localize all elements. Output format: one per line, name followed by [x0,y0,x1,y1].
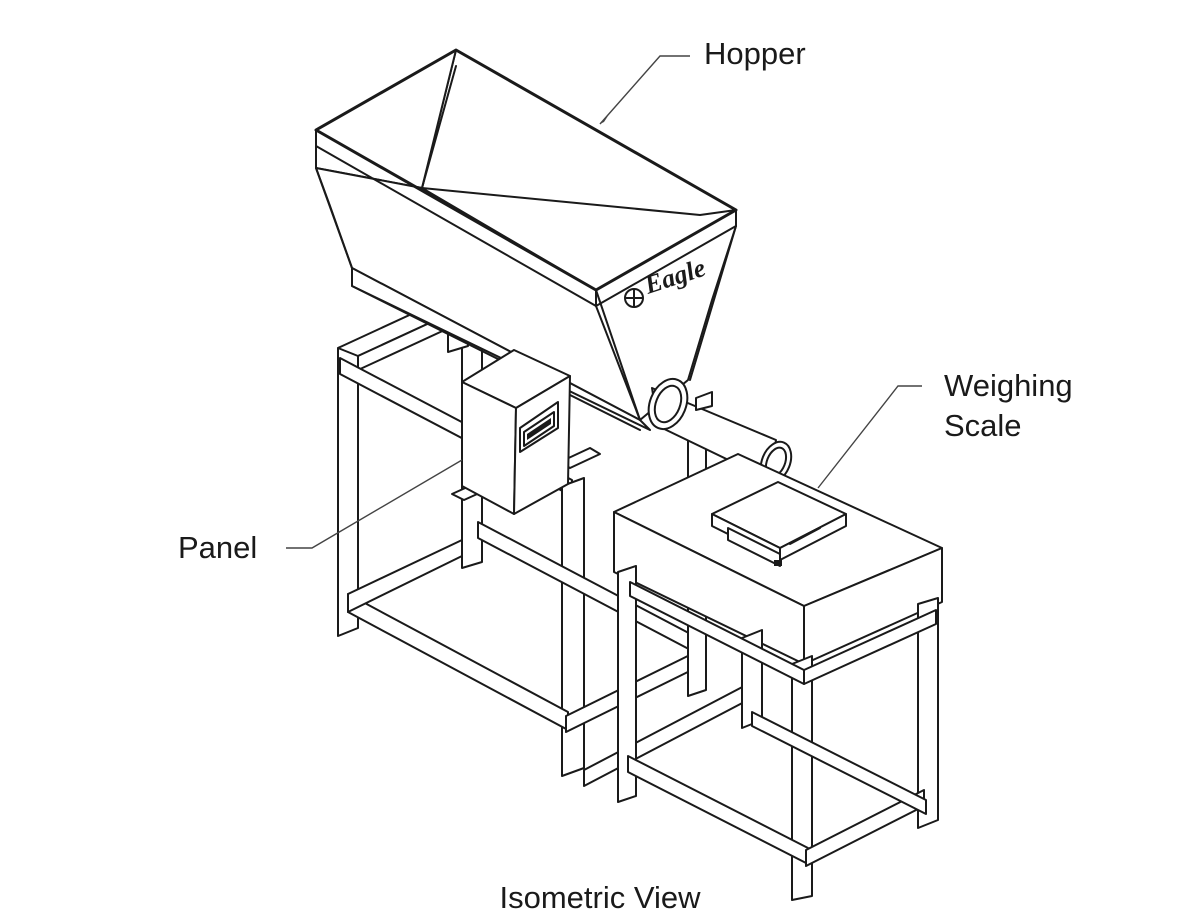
panel-label: Panel [178,530,258,565]
weighing-scale [711,481,847,567]
view-caption: Isometric View [499,880,701,915]
weighing-scale-label-line1: Weighing [944,368,1073,403]
panel-leader [286,459,463,549]
control-panel [461,349,571,515]
weighing-scale-label-line2: Scale [944,408,1022,443]
hopper-label: Hopper [704,36,806,71]
weighing-scale-leader [817,385,922,489]
hopper: Eagle [314,48,738,431]
hopper-leader [599,55,690,125]
leader-lines [286,55,922,549]
